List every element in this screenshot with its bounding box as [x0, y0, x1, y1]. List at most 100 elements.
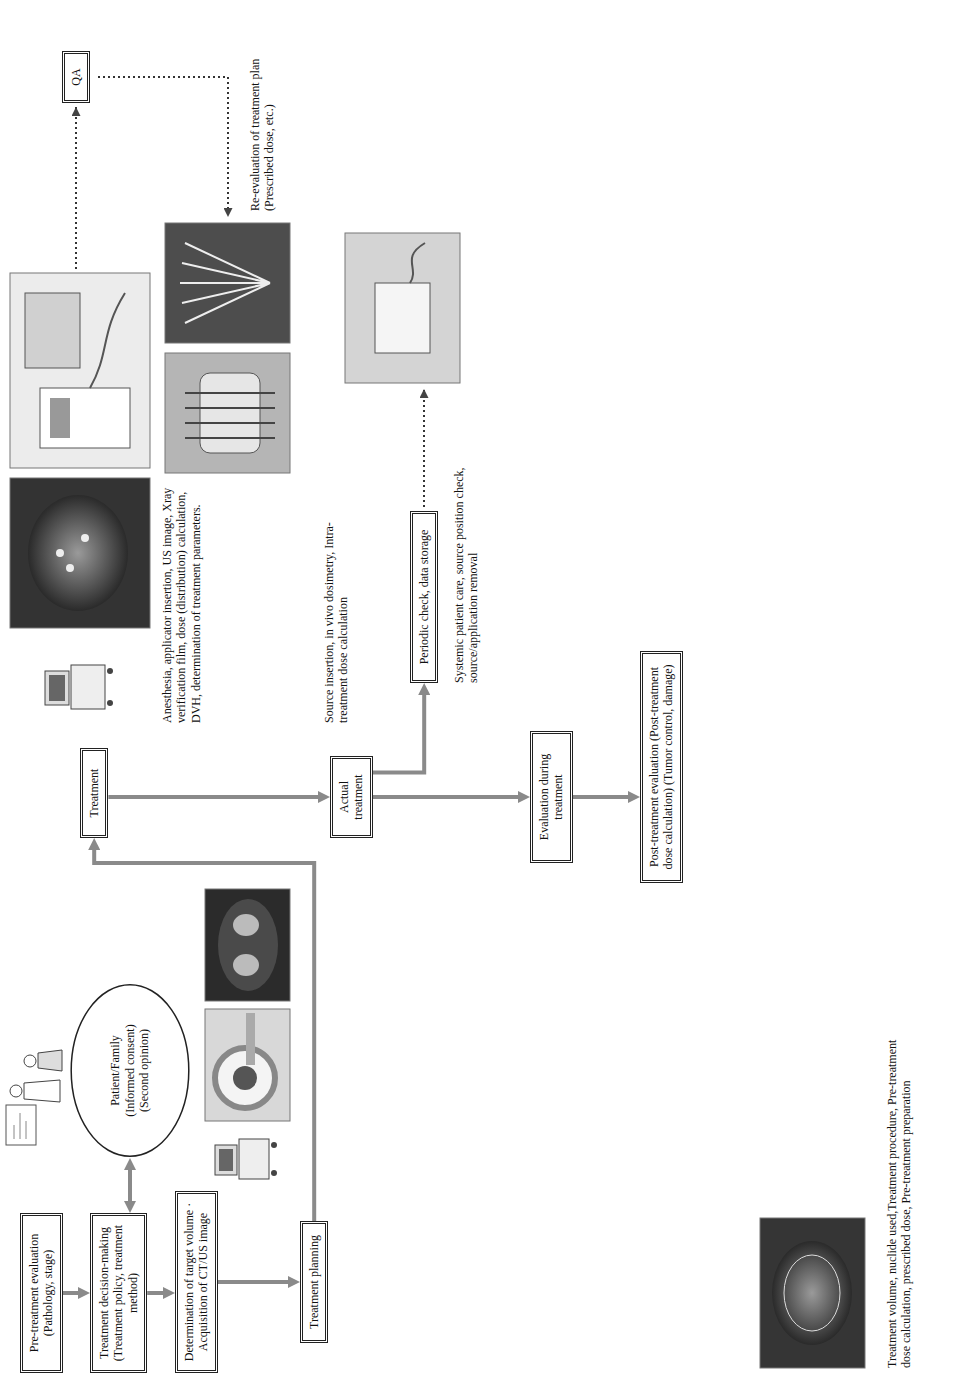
ct-organ — [233, 954, 259, 976]
node-text: Patient/Family (Informed consent) (Secon… — [108, 1013, 151, 1128]
afterloader-unit — [40, 388, 130, 448]
process-box: Evaluation during treatment — [530, 731, 573, 863]
annotation-note: Treatment volume, nuclide used,Treatment… — [885, 1038, 914, 1368]
machine-monitor — [215, 1145, 237, 1175]
photo-frame — [760, 1218, 865, 1368]
machine-wheel — [107, 700, 113, 706]
ultrasound-image-photo — [10, 478, 150, 628]
whiteboard — [6, 1105, 36, 1145]
node-text: Determination of target volume · Acquisi… — [182, 1200, 211, 1364]
flow-arrow — [128, 1164, 132, 1207]
annotation-note: Anesthesia, applicator insertion, US ima… — [160, 483, 203, 723]
afterloader-panel — [50, 398, 70, 438]
node-text: Periodic check, data storage — [417, 520, 431, 674]
node-text: QA — [69, 60, 83, 94]
annotation-text: Re-evaluation of treatment plan (Prescri… — [248, 11, 277, 211]
applicator-photo — [165, 353, 290, 473]
machine-wheel — [271, 1170, 277, 1176]
xray-needle-shadows — [180, 243, 270, 323]
transfer-tube — [90, 293, 125, 388]
photo-frame — [165, 223, 290, 343]
ultrasound-machine-icon — [215, 1139, 277, 1179]
whiteboard-scribble — [14, 1113, 26, 1139]
node-text: Treatment planning — [307, 1230, 321, 1334]
node-text: Treatment — [87, 757, 101, 829]
process-box: Treatment decision-making (Treatment pol… — [90, 1213, 147, 1373]
machine-wheel — [271, 1142, 277, 1148]
doctor-head — [10, 1085, 22, 1097]
qa-box: QA — [62, 51, 90, 103]
photo-frame — [10, 478, 150, 628]
machine-monitor — [45, 671, 69, 705]
process-box: Periodic check, data storage — [410, 511, 438, 683]
machine-screen — [219, 1149, 233, 1171]
process-box: Determination of target volume · Acquisi… — [175, 1191, 218, 1373]
ct-bore — [233, 1066, 257, 1090]
photo-frame — [165, 353, 290, 473]
node-text: Evaluation during treatment — [537, 740, 566, 854]
ct-room-photo — [205, 1009, 290, 1121]
afterloader-photo — [10, 273, 150, 468]
flow-arrow — [108, 795, 324, 799]
node-text: Post-treatment evaluation (Post-treatmen… — [647, 660, 676, 874]
flow-arrow — [63, 1291, 84, 1295]
ct-couch — [246, 1013, 255, 1065]
process-box: Actual treatment — [330, 756, 373, 838]
flow-arrow — [373, 689, 424, 772]
dotted-arrow — [98, 77, 228, 217]
machine-wheel — [107, 668, 113, 674]
xray-film-photo — [165, 223, 290, 343]
ct-gantry — [215, 1048, 275, 1108]
process-box: Pre-treatment evaluation (Pathology, sta… — [20, 1213, 63, 1373]
node-text: Actual treatment — [337, 765, 366, 829]
annotation-note: Source insertion, in vivo dosimetry, Int… — [322, 508, 351, 723]
flow-arrow — [573, 795, 634, 799]
node-text: Pre-treatment evaluation (Pathology, sta… — [27, 1222, 56, 1364]
flow-arrow — [373, 795, 524, 799]
process-box: Post-treatment evaluation (Post-treatmen… — [640, 651, 683, 883]
seed-echo — [66, 564, 74, 572]
flow-arrow — [218, 1280, 294, 1284]
template-plate — [200, 373, 260, 453]
photo-frame — [10, 273, 150, 468]
annotation-text: Anesthesia, applicator insertion, US ima… — [160, 483, 203, 723]
node-text: Treatment decision-making (Treatment pol… — [97, 1222, 140, 1364]
flow-arrow — [94, 844, 314, 1221]
seed-echo — [56, 549, 64, 557]
dotted-arrow — [75, 107, 77, 269]
machine-screen — [49, 675, 65, 701]
control-console — [25, 293, 80, 368]
machine-body — [239, 1139, 269, 1179]
process-box: Treatment — [80, 748, 108, 838]
treatment-machine-photo — [345, 233, 460, 383]
applicator-needles — [185, 393, 275, 438]
photo-frame — [205, 889, 290, 1001]
photo-frame — [345, 233, 460, 383]
patient-body — [38, 1050, 62, 1071]
ct-organ — [233, 914, 259, 936]
ct-image-photo — [205, 889, 290, 1001]
annotation-note: Re-evaluation of treatment plan (Prescri… — [248, 11, 277, 211]
source-cable — [410, 243, 425, 283]
dotted-arrow — [423, 389, 425, 507]
prostate-echo — [28, 495, 128, 611]
doctor-coat — [24, 1080, 60, 1102]
machine-body — [71, 665, 105, 709]
ct-body-slice — [218, 899, 278, 991]
patient-head — [24, 1055, 36, 1067]
annotation-note: Systemic patient care, source position c… — [452, 423, 481, 683]
consultation-cartoon — [6, 1050, 62, 1145]
ellipse-outline — [71, 985, 189, 1157]
target-contour — [784, 1255, 840, 1331]
photo-frame — [205, 1009, 290, 1121]
prostate-echo — [772, 1241, 852, 1345]
stakeholder-ellipse: Patient/Family (Informed consent) (Secon… — [70, 983, 190, 1158]
flow-arrow — [147, 1291, 169, 1295]
seed-echo — [81, 534, 89, 542]
planning-ultrasound-photo — [760, 1218, 865, 1368]
annotation-text: Treatment volume, nuclide used,Treatment… — [885, 1038, 914, 1368]
annotation-text: Systemic patient care, source position c… — [452, 423, 481, 683]
